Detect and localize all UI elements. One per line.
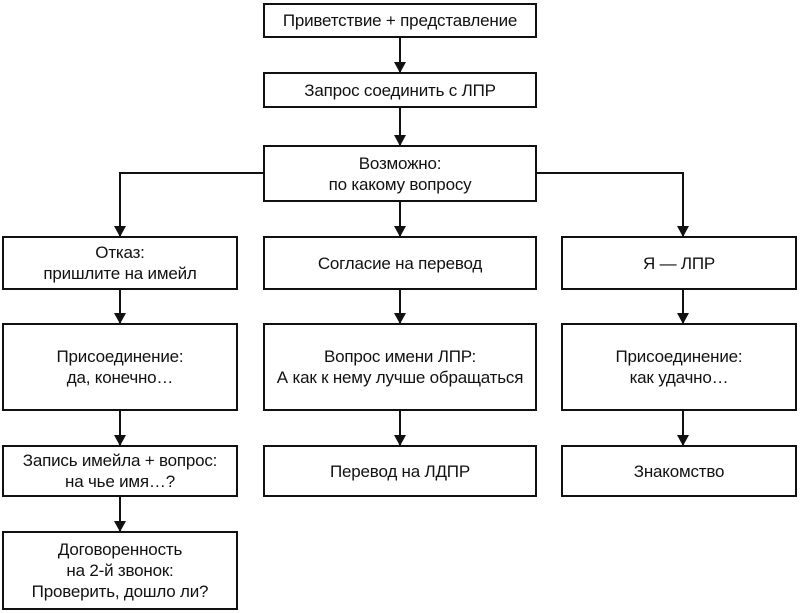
node-greeting-line-1: Приветствие + представление xyxy=(282,11,518,30)
node-i-am-dm: Я — ЛПР xyxy=(561,236,797,290)
node-record-email-line-1: Запись имейла + вопрос: xyxy=(22,451,218,470)
node-i-am-dm-line-1: Я — ЛПР xyxy=(642,253,716,273)
node-acquaintance: Знакомство xyxy=(561,445,797,497)
node-acquaintance-line-1: Знакомство xyxy=(633,461,725,481)
node-refusal: Отказ: пришлите на имейл xyxy=(2,236,238,290)
node-refusal-line-2: пришлите на имейл xyxy=(43,264,197,283)
node-agreement-line-3: Проверить, дошло ли? xyxy=(31,582,209,601)
node-transfer-ldpr-line-1: Перевод на ЛДПР xyxy=(330,461,470,481)
node-ask-name: Вопрос имени ЛПР: А как к нему лучше обр… xyxy=(263,323,537,411)
node-refusal-line-1: Отказ: xyxy=(95,243,145,262)
node-join-left-line-1: Присоединение: xyxy=(56,347,184,366)
node-greeting: Приветствие + представление xyxy=(263,3,537,38)
node-join-right-line-2: как удачно… xyxy=(629,368,729,387)
node-request: Запрос соединить с ЛПР xyxy=(263,72,537,108)
node-transfer-ldpr: Перевод на ЛДПР xyxy=(263,445,537,497)
node-request-line-1: Запрос соединить с ЛПР xyxy=(304,80,496,100)
arrow-possibly-to-refusal xyxy=(114,172,263,237)
node-record-email-line-2: на чье имя…? xyxy=(65,472,175,491)
node-ask-name-line-2: А как к нему лучше обращаться xyxy=(276,368,524,387)
node-ask-name-line-1: Вопрос имени ЛПР: xyxy=(323,347,477,366)
arrow-possibly-to-i-am-dm xyxy=(537,172,689,237)
node-join-right: Присоединение: как удачно… xyxy=(561,323,797,411)
node-join-left-line-2: да, конечно… xyxy=(66,368,174,387)
node-possibly-line-1: Возможно: xyxy=(358,153,442,173)
node-join-right-line-1: Присоединение: xyxy=(615,347,743,366)
node-agree-transfer: Согласие на перевод xyxy=(263,236,537,290)
node-possibly: Возможно: по какому вопросу xyxy=(263,145,537,202)
node-agreement-line-2: на 2-й звонок: xyxy=(66,561,174,580)
node-agreement-line-1: Договоренность xyxy=(57,540,183,559)
node-agree-transfer-line-1: Согласие на перевод xyxy=(317,253,483,273)
node-record-email: Запись имейла + вопрос: на чье имя…? xyxy=(2,445,238,497)
node-join-left: Присоединение: да, конечно… xyxy=(2,323,238,411)
node-possibly-line-2: по какому вопросу xyxy=(328,174,472,194)
node-agreement: Договоренность на 2-й звонок: Проверить,… xyxy=(2,531,238,610)
